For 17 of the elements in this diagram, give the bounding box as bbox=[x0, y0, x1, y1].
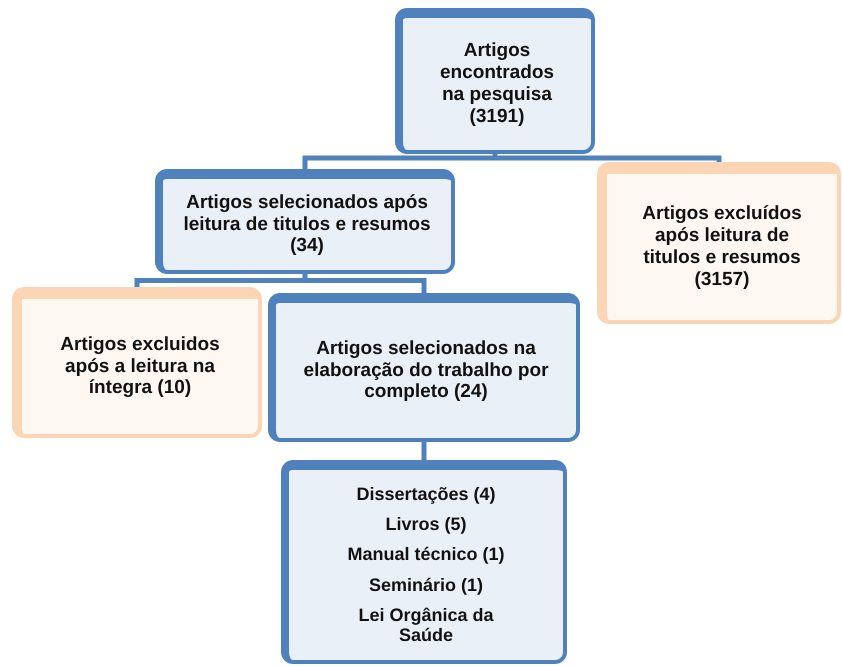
process-box bbox=[268, 293, 580, 442]
box-text: Artigos encontrados na pesquisa (3191) bbox=[438, 40, 556, 128]
box-text: Seminário (1) bbox=[368, 576, 484, 596]
box-text: Dissertações (4) bbox=[356, 484, 496, 504]
excluded-box bbox=[597, 162, 841, 324]
excluded-box bbox=[12, 287, 262, 438]
box-text: Artigos selecionados após leitura de titulos e resumos (34) bbox=[182, 192, 432, 258]
box-text: Lei Orgânica da Saúde bbox=[357, 606, 495, 646]
box-text: Manual técnico (1) bbox=[347, 545, 505, 565]
box-text: Artigos excluidos após a leitura na íntegra (10) bbox=[59, 334, 221, 400]
process-box bbox=[155, 169, 455, 274]
process-box bbox=[281, 460, 567, 664]
connector-line bbox=[422, 442, 426, 460]
process-box bbox=[395, 8, 595, 154]
box-text: Livros (5) bbox=[385, 514, 467, 535]
box-text: Artigos selecionados na elaboração do trabalho por completo (24) bbox=[302, 338, 550, 404]
box-text: Artigos excluídos após leitura de titulos e resumos (3157) bbox=[641, 203, 803, 291]
